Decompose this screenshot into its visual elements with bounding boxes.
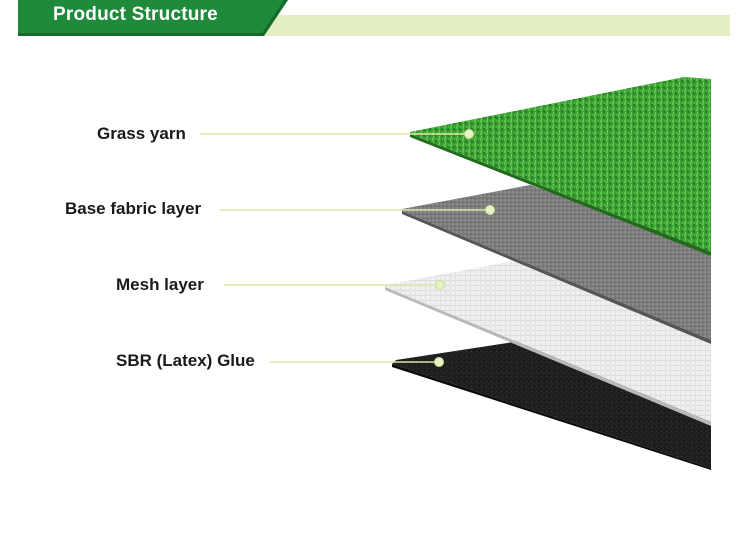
grass-yarn-layer: [410, 77, 711, 256]
header-tab: [18, 0, 284, 33]
sbr-glue-layer: [392, 334, 711, 470]
section-title: Product Structure: [53, 4, 218, 25]
leader-sbr-glue: [270, 357, 444, 367]
leader-mesh: [224, 280, 445, 290]
leader-grass-yarn: [200, 129, 474, 139]
label-sbr-latex-glue: SBR (Latex) Glue: [116, 351, 255, 370]
section-header: [18, 0, 730, 36]
mesh-layer: [385, 258, 711, 426]
label-grass-yarn: Grass yarn: [97, 124, 186, 143]
header-band: [258, 15, 730, 36]
label-mesh-layer: Mesh layer: [116, 275, 204, 294]
leader-base-fabric: [220, 205, 495, 215]
label-base-fabric-layer: Base fabric layer: [65, 199, 202, 218]
